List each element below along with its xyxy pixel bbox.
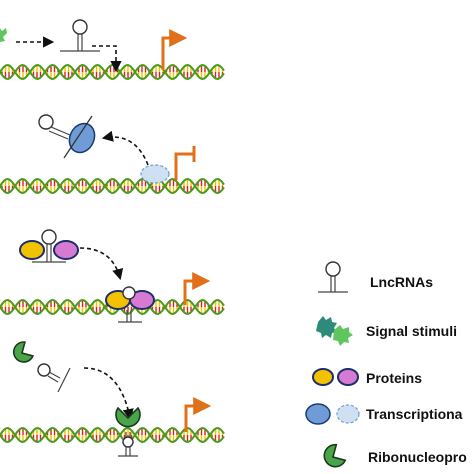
promoter-arrow-icon bbox=[184, 397, 212, 432]
dashed-arrow-3 bbox=[101, 130, 149, 166]
lncrna-bound-tf-icon bbox=[38, 114, 96, 159]
dashed-arrow-2 bbox=[92, 45, 122, 73]
lncrna-hairpin-tilted-icon bbox=[37, 363, 71, 393]
legend-rnp-label: Ribonucleopro bbox=[368, 449, 467, 465]
protein-icon bbox=[19, 240, 45, 260]
lncrna-hairpin-icon bbox=[60, 19, 100, 52]
panel-4-guide bbox=[13, 341, 212, 457]
dna-helix-3 bbox=[0, 299, 225, 315]
transcription-factor-ghost-icon bbox=[336, 404, 360, 424]
dna-strand bbox=[0, 178, 225, 194]
signal-stimulus-icon bbox=[316, 316, 353, 346]
lncrna-protein-complex-icon bbox=[19, 229, 79, 263]
legend-lncrna-label: LncRNAs bbox=[370, 274, 433, 290]
promoter-blocked-icon bbox=[174, 146, 196, 180]
transcription-factor-icon bbox=[305, 403, 331, 425]
transcription-factor-icon bbox=[68, 122, 96, 154]
dashed-arrow-4 bbox=[79, 247, 124, 281]
panel-1-signal-activation bbox=[0, 19, 188, 73]
dna-strand bbox=[0, 427, 225, 443]
dna-strand bbox=[0, 178, 225, 194]
ribonucleoprotein-icon bbox=[13, 341, 35, 363]
dna-helix-4 bbox=[0, 427, 225, 443]
panel-3-scaffold bbox=[19, 229, 211, 323]
protein-icon bbox=[53, 240, 79, 260]
bound-scaffold-complex-icon bbox=[105, 286, 155, 323]
legend-tf-label: Transcriptiona bbox=[366, 406, 463, 422]
legend-proteins-label: Proteins bbox=[366, 370, 422, 386]
dna-helix-2 bbox=[0, 178, 225, 194]
promoter-arrow-icon bbox=[161, 29, 188, 70]
panel-2-decoy-repression bbox=[38, 114, 196, 184]
signal-stimulus-icon bbox=[0, 28, 7, 42]
dashed-arrow-5 bbox=[83, 367, 134, 421]
ribonucleoprotein-icon bbox=[323, 443, 347, 468]
bound-ribonucleoprotein-complex-icon bbox=[115, 406, 141, 457]
legend-lncrna-icon bbox=[318, 261, 348, 293]
legend-signal-label: Signal stimuli bbox=[366, 323, 457, 339]
protein-icon bbox=[337, 368, 359, 386]
transcription-factor-ghost-icon bbox=[140, 164, 170, 184]
dna-strand bbox=[0, 299, 225, 315]
dna-strand bbox=[0, 64, 225, 80]
dna-helix-1 bbox=[0, 64, 225, 80]
protein-icon bbox=[312, 368, 334, 386]
promoter-arrow-icon bbox=[183, 272, 211, 305]
legend: LncRNAs Signal stimuli Proteins Transcri… bbox=[305, 261, 467, 468]
